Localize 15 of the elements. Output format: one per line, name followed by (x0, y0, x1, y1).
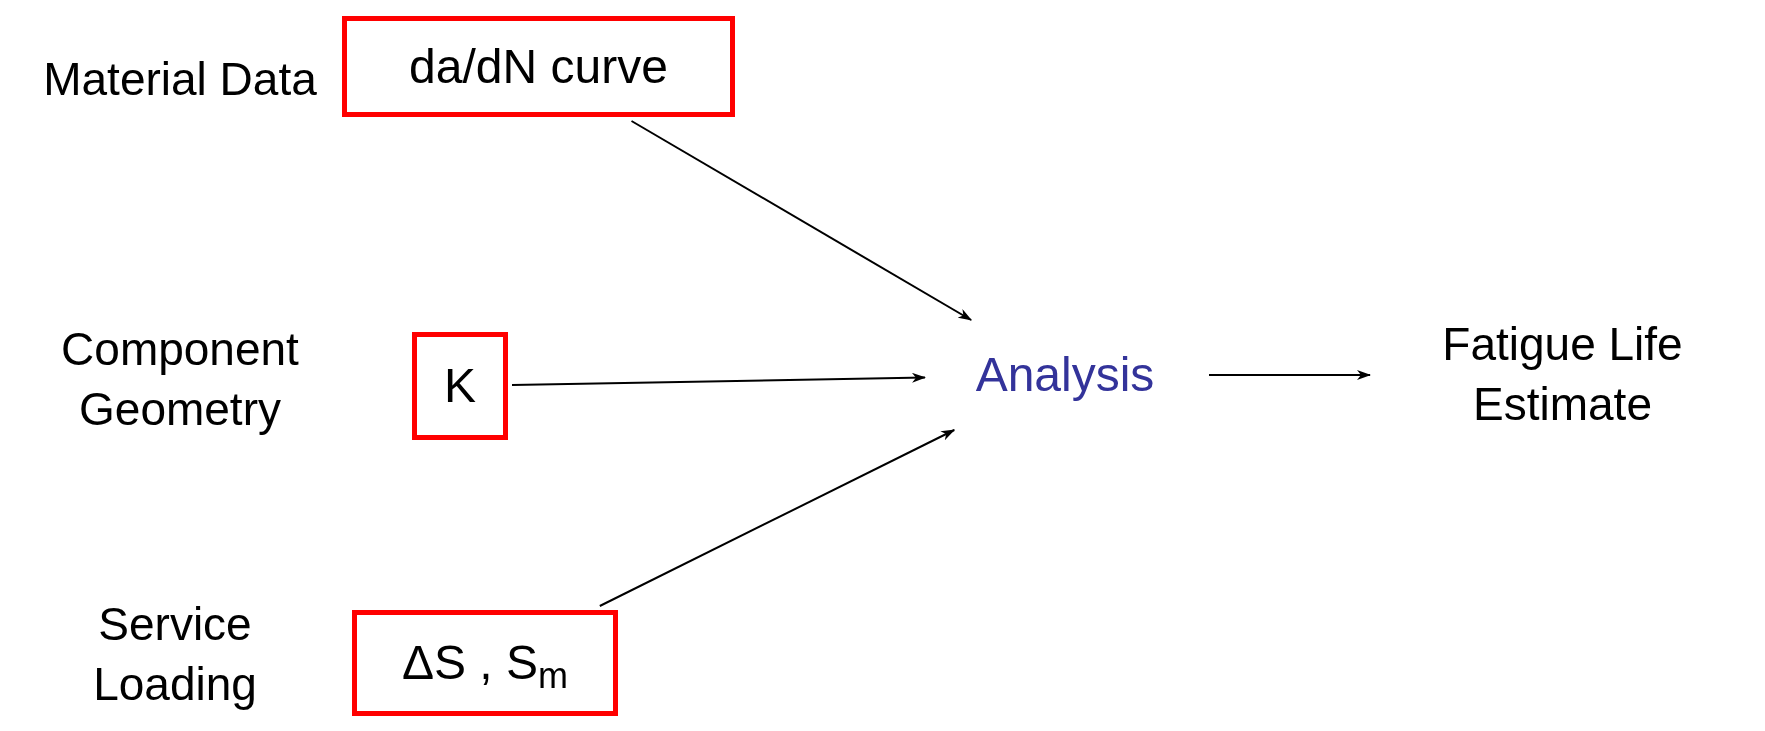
parameter-box (412, 332, 508, 440)
parameter-box (352, 610, 618, 716)
node-text: K (444, 358, 476, 414)
node-text: ΔS , S$_{m}$ (401, 635, 569, 698)
parameter-box (342, 16, 735, 117)
node-text: Fatigue Life Estimate (1441, 317, 1684, 432)
node-text: da/dN curve (409, 38, 668, 95)
arrow (511, 372, 926, 387)
category-label: Component Geometry (60, 322, 300, 437)
category-label: Service Loading (92, 597, 258, 712)
node-text: Analysis (975, 347, 1155, 403)
arrow (598, 429, 956, 607)
arrow (1208, 370, 1371, 380)
arrow (630, 120, 973, 321)
category-label: Material Data (42, 52, 318, 108)
